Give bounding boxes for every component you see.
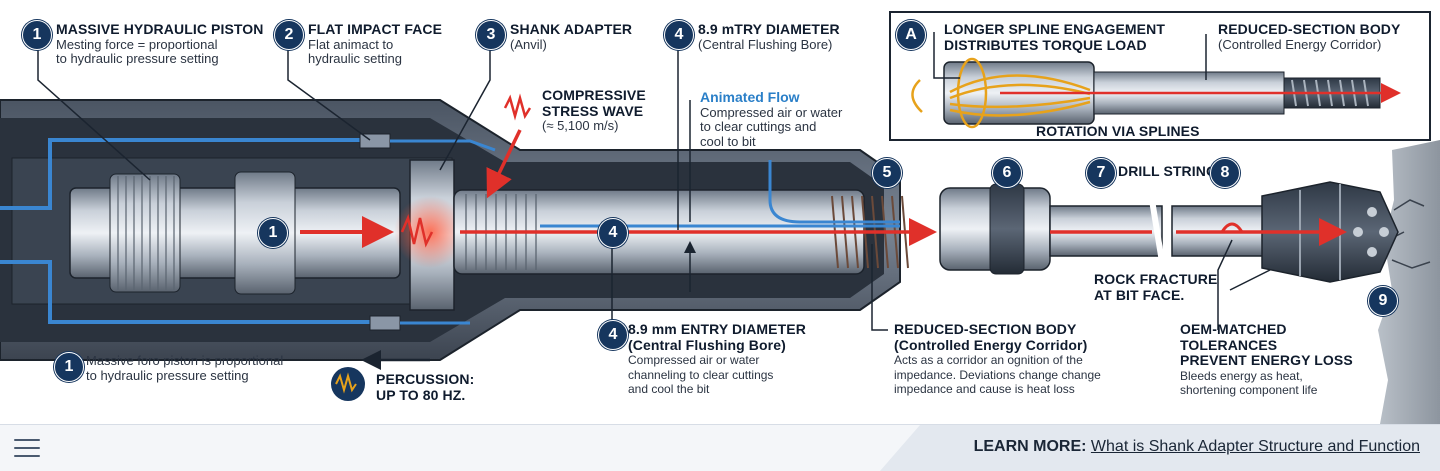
inset-body-sub: (Controlled Energy Corridor) bbox=[1218, 36, 1382, 52]
oem-title-2: PREVENT ENERGY LOSS bbox=[1180, 352, 1353, 369]
top-diameter-sub: (Central Flushing Bore) bbox=[698, 36, 833, 52]
rock-fracture-line-2: AT BIT FACE. bbox=[1094, 286, 1185, 303]
stress-wave-title-1: COMPRESSIVE bbox=[542, 87, 646, 103]
entry-diameter-sub-3: and cool the bit bbox=[628, 381, 710, 396]
flow-sub-1: Compressed air or water bbox=[700, 104, 843, 120]
shank-label: SHANK ADAPTER (Anvil) bbox=[510, 21, 660, 52]
reduced-body-title-1: REDUCED-SECTION BODY bbox=[894, 321, 1077, 337]
hammer-housing bbox=[0, 99, 901, 361]
drill-string-label: DRILL STRING bbox=[1118, 163, 1217, 180]
percussion-label: PERCUSSION: UP TO 80 HZ. bbox=[376, 371, 496, 403]
oem-label: OEM-MATCHED TOLERANCES PREVENT ENERGY LO… bbox=[1180, 321, 1380, 398]
callout-badge-piston-note: 1 bbox=[54, 352, 84, 382]
stress-wave-sub: (≈ 5,100 m/s) bbox=[542, 118, 619, 134]
rock-fracture-line-1: ROCK FRACTURE bbox=[1094, 271, 1218, 287]
drill-string-title: DRILL STRING bbox=[1118, 163, 1217, 179]
rock-face bbox=[1378, 140, 1440, 424]
callout-badge-piston: 1 bbox=[22, 20, 52, 50]
callout-badge-coupling: 6 bbox=[992, 158, 1022, 188]
piston-label: MASSIVE HYDRAULIC PISTON Mesting force =… bbox=[56, 21, 286, 67]
impact-face-sub-1: Flat animact to bbox=[308, 36, 394, 52]
shank-title: SHANK ADAPTER bbox=[510, 21, 633, 37]
inset-badge: A bbox=[896, 20, 926, 50]
piston-title: MASSIVE HYDRAULIC PISTON bbox=[56, 21, 264, 37]
piston-note-line-1: Massive foro piston is proportional bbox=[86, 353, 284, 368]
callout-badge-bit: 8 bbox=[1210, 158, 1240, 188]
hydraulic-piston bbox=[69, 171, 401, 295]
footer-bar: LEARN MORE: What is Shank Adapter Struct… bbox=[0, 424, 1440, 471]
entry-diameter-label: 8.9 mm ENTRY DIAMETER (Central Flushing … bbox=[628, 321, 818, 396]
inset-spline-title-2: DISTRIBUTES TORQUE LOAD bbox=[944, 36, 1147, 53]
reduced-body-title-2: (Controlled Energy Corridor) bbox=[894, 336, 1088, 353]
stress-wave-label: COMPRESSIVE STRESS WAVE (≈ 5,100 m/s) bbox=[542, 87, 682, 134]
callout-badge-bore-inline: 4 bbox=[598, 218, 628, 248]
inset-spline-title-1: LONGER SPLINE ENGAGEMENT bbox=[944, 21, 1165, 37]
entry-diameter-sub-2: channeling to clear cuttings bbox=[628, 367, 774, 382]
impact-face-sub-2: hydraulic setting bbox=[308, 51, 402, 67]
callout-badge-impact-face: 2 bbox=[274, 20, 304, 50]
callout-badge-entry-diameter: 4 bbox=[598, 320, 628, 350]
reduced-body-sub-1: Acts as a corridor an ognition of the bbox=[894, 353, 1083, 368]
learn-more-link[interactable]: What is Shank Adapter Structure and Func… bbox=[1090, 438, 1420, 455]
reduced-body-sub-2: impedance. Deviations change change bbox=[894, 367, 1101, 382]
impact-face-title: FLAT IMPACT FACE bbox=[308, 21, 443, 37]
flow-sub-2: to clear cuttings and bbox=[700, 119, 817, 135]
spline-inset bbox=[889, 11, 1431, 141]
piston-note-label: Massive foro piston is proportional to h… bbox=[86, 353, 336, 383]
entry-diameter-sub-1: Compressed air or water bbox=[628, 353, 760, 368]
flow-title: Animated Flow bbox=[700, 89, 800, 105]
flow-sub-3: cool to bit bbox=[700, 133, 756, 149]
shank-sub: (Anvil) bbox=[510, 36, 547, 52]
callout-badge-top-diameter: 4 bbox=[664, 20, 694, 50]
footer-band bbox=[880, 425, 1440, 471]
learn-more: LEARN MORE: What is Shank Adapter Struct… bbox=[974, 438, 1420, 456]
callout-badge-rock: 9 bbox=[1368, 286, 1398, 316]
inset-spline-label: LONGER SPLINE ENGAGEMENT DISTRIBUTES TOR… bbox=[944, 21, 1184, 53]
entry-diameter-title-2: (Central Flushing Bore) bbox=[628, 336, 786, 353]
inset-body-label: REDUCED-SECTION BODY (Controlled Energy … bbox=[1218, 21, 1418, 52]
callout-badge-thread: 5 bbox=[872, 158, 902, 188]
oem-sub-2: shortening component life bbox=[1180, 383, 1318, 398]
hamburger-menu-icon[interactable] bbox=[14, 439, 40, 457]
entry-diameter-title-1: 8.9 mm ENTRY DIAMETER bbox=[628, 321, 806, 337]
inset-body-title: REDUCED-SECTION BODY bbox=[1218, 21, 1401, 37]
piston-sub-2: to hydraulic pressure setting bbox=[56, 51, 219, 67]
percussion-line-1: PERCUSSION: bbox=[376, 371, 475, 387]
learn-more-label: LEARN MORE: bbox=[973, 438, 1087, 455]
callout-badge-drill-string: 7 bbox=[1086, 158, 1116, 188]
oem-sub-1: Bleeds energy as heat, bbox=[1180, 369, 1303, 384]
inset-rotation-text: ROTATION VIA SPLINES bbox=[1036, 123, 1200, 139]
reduced-body-sub-3: impedance and cause is heat loss bbox=[894, 381, 1075, 396]
reduced-body-label: REDUCED-SECTION BODY (Controlled Energy … bbox=[894, 321, 1144, 396]
piston-note-line-2: to hydraulic pressure setting bbox=[86, 367, 249, 383]
callout-badge-piston-inline: 1 bbox=[258, 218, 288, 248]
rock-fracture-label: ROCK FRACTURE AT BIT FACE. bbox=[1094, 271, 1224, 303]
impact-face-label: FLAT IMPACT FACE Flat animact to hydraul… bbox=[308, 21, 478, 67]
top-diameter-label: 8.9 mTRY DIAMETER (Central Flushing Bore… bbox=[698, 21, 878, 52]
callout-badge-shank: 3 bbox=[476, 20, 506, 50]
piston-sub-1: Mesting force = proportional bbox=[56, 36, 218, 52]
top-diameter-title: 8.9 mTRY DIAMETER bbox=[698, 21, 840, 37]
inset-rotation-label: ROTATION VIA SPLINES bbox=[1036, 123, 1200, 140]
flow-label: Animated Flow Compressed air or water to… bbox=[700, 89, 870, 149]
drill-diagram bbox=[0, 11, 1440, 424]
percussion-line-2: UP TO 80 HZ. bbox=[376, 386, 466, 403]
stress-wave-title-2: STRESS WAVE bbox=[542, 102, 644, 119]
oem-title-1: OEM-MATCHED TOLERANCES bbox=[1180, 321, 1287, 353]
